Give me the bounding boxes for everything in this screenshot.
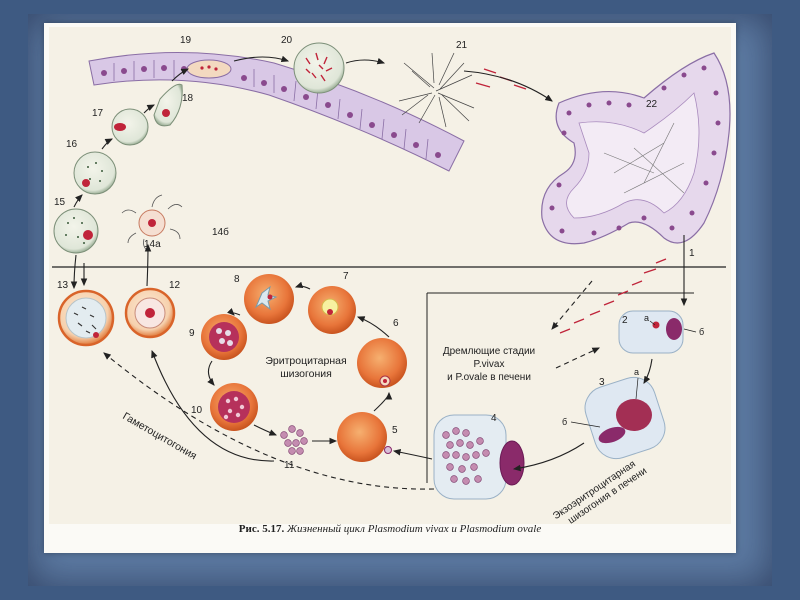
label-5: 5 <box>392 425 398 436</box>
label-6: 6 <box>393 318 399 329</box>
gametocytogony-label: Гаметоцитогония <box>121 410 199 462</box>
erythro-line-1: Эритроцитарная <box>265 355 346 367</box>
stage-14a-macrogamete <box>121 194 183 252</box>
part-letters: а б а б <box>562 313 704 427</box>
label-15: 15 <box>54 197 66 208</box>
stage-20-mature-oocyst <box>293 42 345 94</box>
stage-12-microgametocyte <box>124 287 176 339</box>
stage-2-hepatocyte <box>618 310 684 354</box>
migrating-sporozoites <box>475 68 527 90</box>
caption-label: Рис. 5.17. <box>238 523 285 535</box>
stage-6-merozoite-entry <box>357 338 407 388</box>
midgut-epithelium <box>88 52 465 172</box>
label-13: 13 <box>57 280 69 291</box>
stage-11-merozoites <box>280 425 308 455</box>
label-11: 11 <box>284 460 295 471</box>
label-20: 20 <box>281 35 293 46</box>
label-3: 3 <box>599 377 605 388</box>
label-16: 16 <box>66 139 78 150</box>
label-18: 18 <box>182 93 194 104</box>
label-9: 9 <box>189 328 195 339</box>
lifecycle-diagram: 1 2 3 4 5 6 7 8 9 10 11 12 13 14а 14б 15… <box>52 35 731 527</box>
stage-8-trophozoite <box>244 274 294 324</box>
label-8: 8 <box>234 274 240 285</box>
sporozoites-entering-liver <box>559 258 667 334</box>
stage-17-ookinete <box>111 108 149 146</box>
label-17: 17 <box>92 108 104 119</box>
label-12: 12 <box>169 280 181 291</box>
stage-19-oocyst <box>186 59 232 79</box>
label-14a: 14а <box>144 239 161 250</box>
stage-13-macrogametocyte <box>57 289 115 347</box>
dormant-line-1: Дремлющие стадии <box>443 346 535 357</box>
exo-title: Экзоэритроцитарная шизогония в печени <box>551 459 649 527</box>
erythrocytic-title: Эритроцитарная шизогония <box>265 355 346 380</box>
cycle-arrows <box>70 55 688 472</box>
label-19: 19 <box>180 35 192 46</box>
pointer-lines <box>570 320 697 428</box>
stage-3-hepatic-schizont <box>584 376 666 460</box>
letter-3b: б <box>562 417 567 427</box>
letter-2a: а <box>644 313 649 323</box>
label-10: 10 <box>191 405 203 416</box>
label-21: 21 <box>456 40 468 51</box>
dormant-title: Дремлющие стадии P.vivax и P.ovale в печ… <box>443 346 535 383</box>
stage-10-mature-schizont <box>210 383 258 431</box>
stage-22-liver-tissue <box>541 52 731 245</box>
label-7: 7 <box>343 271 349 282</box>
stage-18-ookinete <box>153 83 183 127</box>
caption-text: Жизненный цикл Plasmodium vivax и Plasmo… <box>286 523 542 535</box>
label-22: 22 <box>646 99 658 110</box>
dormant-line-3: и P.ovale в печени <box>447 372 531 383</box>
label-4: 4 <box>491 413 497 424</box>
stage-4-merozoite-release <box>433 414 525 500</box>
label-14b: 14б <box>212 226 229 238</box>
stage-16-zygote <box>73 151 117 195</box>
stage-7-ring <box>308 286 356 334</box>
dashed-arrows <box>103 280 600 490</box>
letter-3a: а <box>634 367 639 377</box>
stage-21-sporozoite-release <box>398 52 475 128</box>
label-1: 1 <box>689 248 695 259</box>
stage-labels: 1 2 3 4 5 6 7 8 9 10 11 12 13 14а 14б 15… <box>54 35 695 471</box>
stage-15-zygote <box>53 208 99 254</box>
stage-9-schizont <box>201 314 247 360</box>
letter-2b: б <box>699 327 704 337</box>
stage-5-erythrocyte <box>337 412 392 462</box>
dormant-line-2: P.vivax <box>474 359 505 370</box>
erythro-line-2: шизогония <box>280 368 332 380</box>
figure-caption: Рис. 5.17. Жизненный цикл Plasmodium viv… <box>44 523 736 535</box>
slide: 1 2 3 4 5 6 7 8 9 10 11 12 13 14а 14б 15… <box>44 23 736 553</box>
label-2: 2 <box>622 315 628 326</box>
